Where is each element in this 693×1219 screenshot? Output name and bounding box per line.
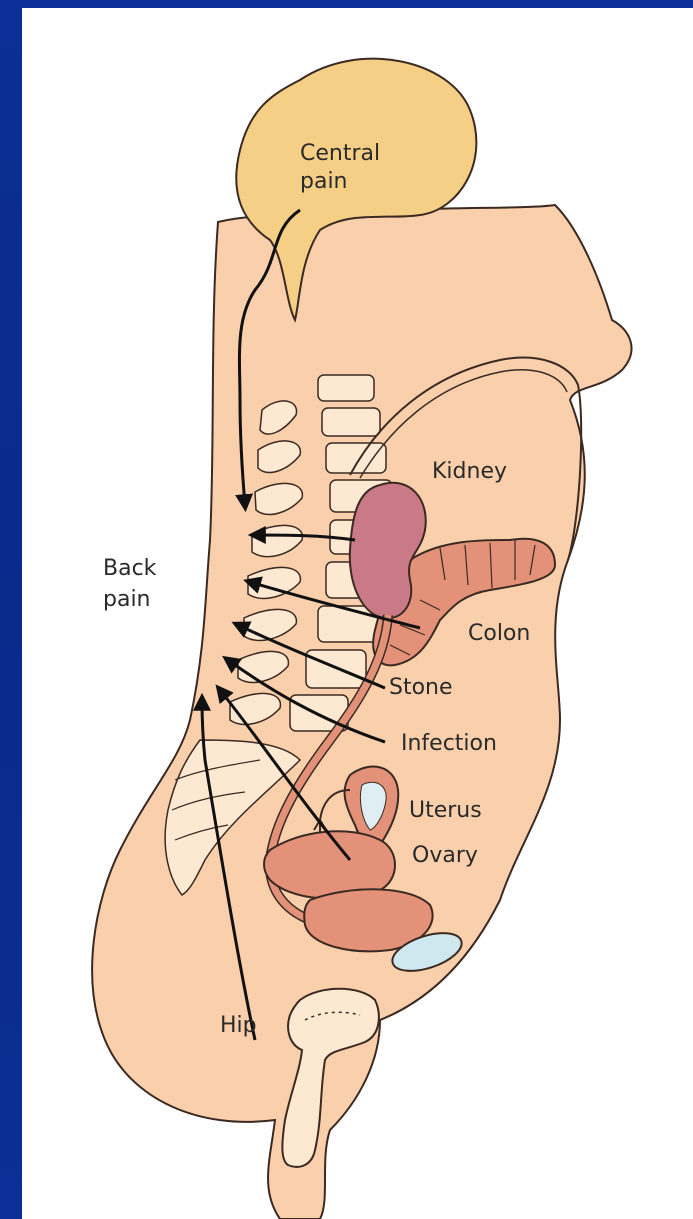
label-colon: Colon bbox=[468, 621, 530, 646]
label-infection: Infection bbox=[401, 731, 497, 756]
label-back-pain: pain bbox=[103, 587, 151, 612]
label-ovary: Ovary bbox=[412, 843, 478, 868]
label-back: Back bbox=[103, 556, 157, 581]
label-uterus: Uterus bbox=[409, 798, 482, 823]
label-central: Central bbox=[300, 141, 380, 166]
label-stone: Stone bbox=[389, 675, 453, 700]
label-hip: Hip bbox=[220, 1013, 257, 1038]
body-silhouette bbox=[92, 205, 631, 1219]
label-central-pain: pain bbox=[300, 169, 348, 194]
label-kidney: Kidney bbox=[432, 459, 507, 484]
